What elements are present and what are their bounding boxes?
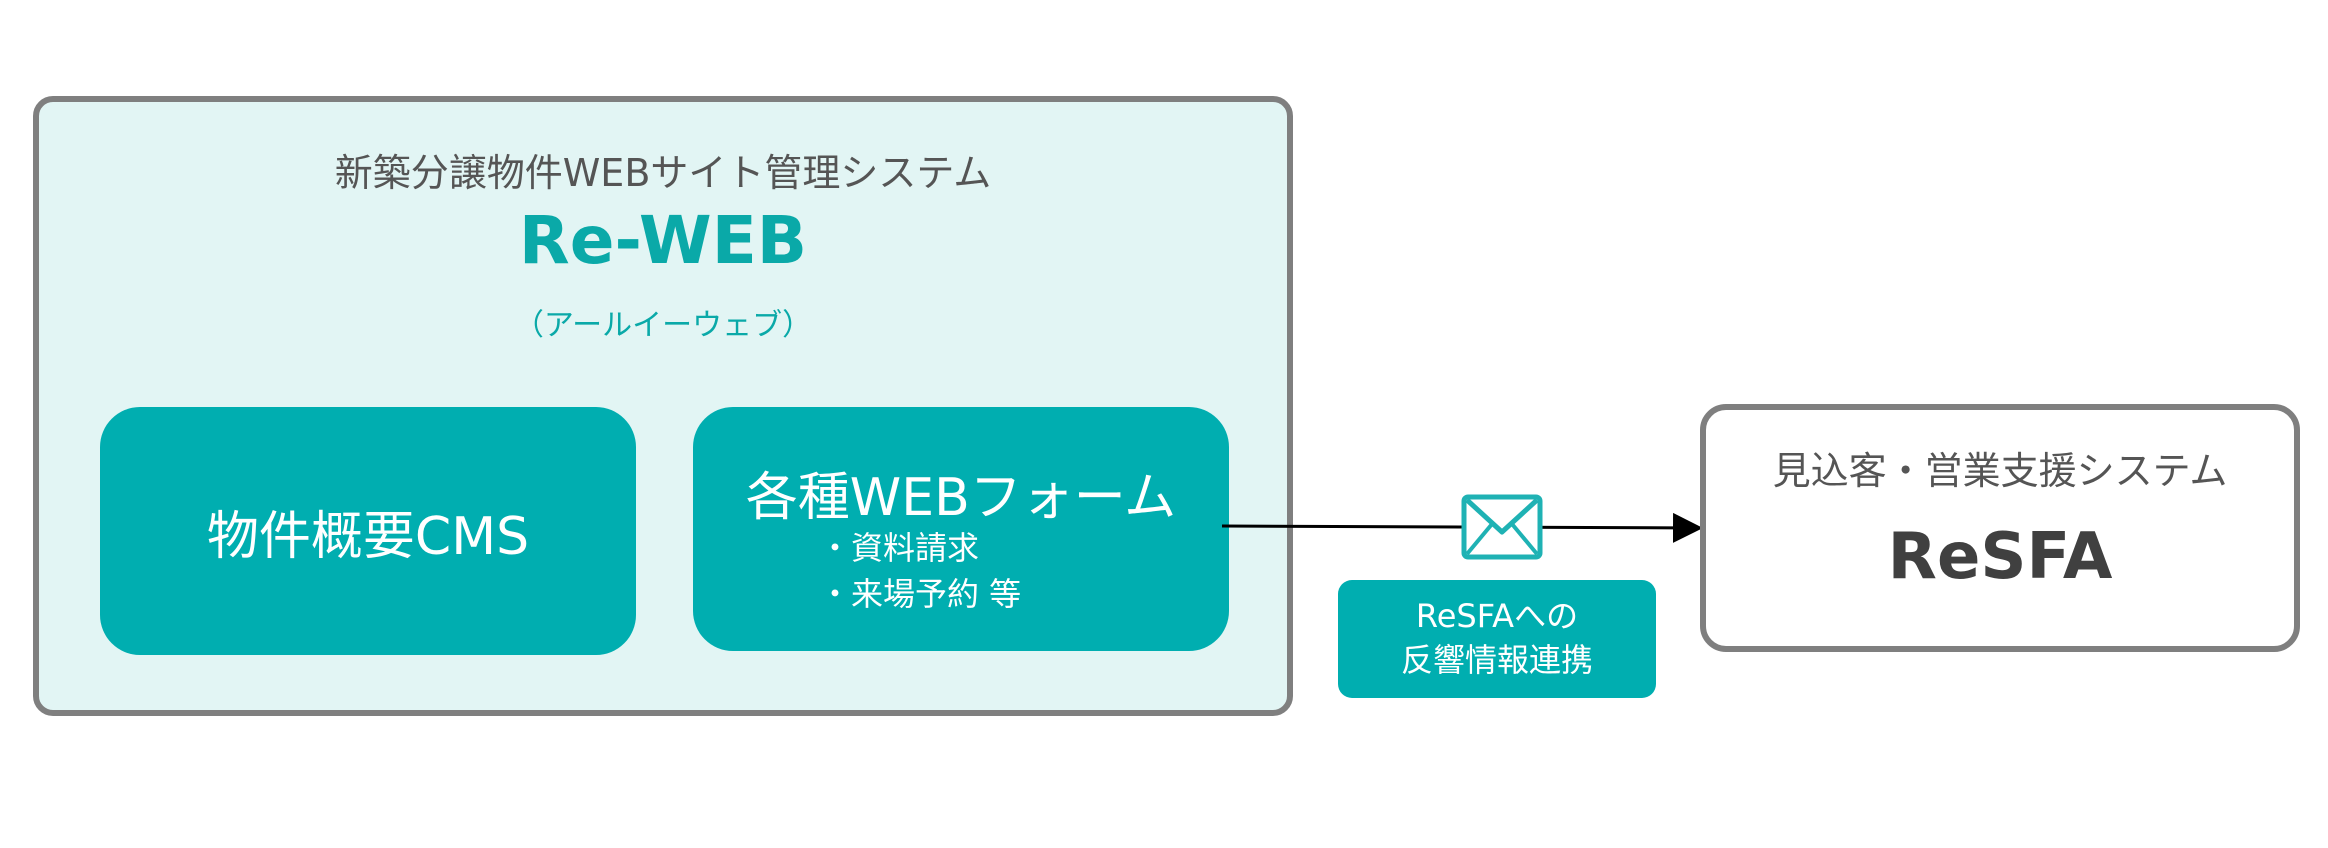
resfa-system-box: 見込客・営業支援システム ReSFA — [1700, 404, 2300, 652]
envelope-icon — [1461, 494, 1543, 560]
reweb-reading: （アールイーウェブ） — [513, 308, 813, 343]
list-item: ・来場予約 等 — [819, 575, 1022, 613]
list-item: ・資料請求 — [819, 529, 980, 567]
integration-label: ReSFAへの 反響情報連携 — [1338, 580, 1656, 698]
reweb-subtitle: 新築分譲物件WEBサイト管理システム — [334, 151, 992, 195]
integration-label-line1: ReSFAへの — [1415, 597, 1579, 635]
module-web-forms-list: ・資料請求 ・来場予約 等 — [819, 525, 1021, 617]
connector-arrow-line — [1221, 512, 1703, 543]
resfa-subtitle: 見込客・営業支援システム — [1772, 449, 2228, 493]
module-cms: 物件概要CMS — [100, 407, 636, 655]
integration-label-line2: 反響情報連携 — [1400, 641, 1593, 679]
module-web-forms-title: 各種WEBフォーム — [745, 468, 1177, 528]
reweb-system-box: 新築分譲物件WEBサイト管理システム Re-WEB （アールイーウェブ） 物件概… — [33, 96, 1293, 716]
resfa-title: ReSFA — [1887, 520, 2113, 594]
module-cms-label: 物件概要CMS — [206, 506, 530, 567]
reweb-title: Re-WEB — [518, 202, 808, 279]
module-web-forms: 各種WEBフォーム ・資料請求 ・来場予約 等 — [693, 407, 1229, 651]
